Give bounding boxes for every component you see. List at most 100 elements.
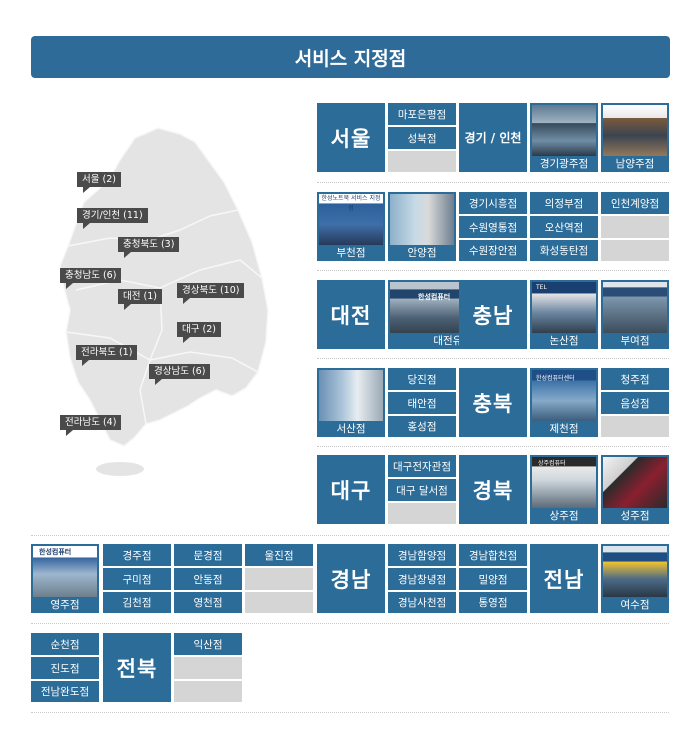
empty-slot [174, 657, 242, 679]
store-photo-buyeo[interactable]: 부여점 [601, 280, 669, 349]
region-seoul: 서울 [317, 103, 385, 172]
store-photo-yeongju[interactable]: 한성컴퓨터 영주점 [31, 544, 99, 613]
store-photo-yeosu[interactable]: 여수점 [601, 544, 669, 613]
map-label-chungbuk[interactable]: 충청북도 (3) [118, 237, 180, 258]
store-dangjin[interactable]: 당진점 [388, 368, 456, 390]
store-photo-caption: 제천점 [549, 423, 579, 435]
storefront-image: 상주컴퓨터 [532, 457, 596, 508]
store-photo-caption: 남양주점 [615, 158, 655, 170]
map-label-seoul[interactable]: 서울 (2) [77, 172, 121, 193]
storefront-image [532, 105, 596, 156]
storefront-image [603, 282, 667, 333]
store-changnyeong[interactable]: 경남창녕점 [388, 568, 456, 590]
empty-slot [601, 216, 669, 238]
store-uljin[interactable]: 울진점 [245, 544, 313, 566]
store-seongbuk[interactable]: 성북점 [388, 127, 456, 149]
store-photo-caption: 서산점 [336, 423, 366, 435]
store-gumi[interactable]: 구미점 [103, 568, 171, 590]
store-cheongju[interactable]: 청주점 [601, 368, 669, 390]
store-photo-caption: 부천점 [336, 247, 366, 259]
store-eumseong[interactable]: 음성점 [601, 392, 669, 414]
divider [317, 182, 669, 183]
store-photo-caption: 안양점 [407, 247, 437, 259]
map-label-daegu[interactable]: 대구 (2) [177, 322, 221, 343]
store-photo-namyangju[interactable]: 남양주점 [601, 103, 669, 172]
store-tongyeong[interactable]: 통영점 [459, 592, 527, 613]
store-jindo[interactable]: 진도점 [31, 657, 99, 679]
store-jangan[interactable]: 수원장안점 [459, 240, 527, 261]
store-photo-sangju[interactable]: 상주컴퓨터 상주점 [530, 455, 598, 524]
empty-slot [388, 151, 456, 172]
store-miryang[interactable]: 밀양점 [459, 568, 527, 590]
store-photo-caption: 경기광주점 [539, 158, 589, 170]
store-hongseong[interactable]: 홍성점 [388, 416, 456, 437]
storefront-image [603, 457, 667, 508]
store-photo-anyang[interactable]: 안양점 [388, 192, 456, 261]
store-dalseo[interactable]: 대구 달서점 [388, 479, 456, 501]
region-gyeongnam: 경남 [317, 544, 385, 613]
storefront-sign: 한성노트북 서비스 지정점 [321, 195, 381, 212]
page-title: 서비스 지정점 [31, 36, 670, 78]
region-chungnam: 충남 [459, 280, 527, 349]
store-hapcheon[interactable]: 경남합천점 [459, 544, 527, 566]
map-label-chungnam[interactable]: 충청남도 (6) [60, 268, 122, 289]
store-taean[interactable]: 태안점 [388, 392, 456, 414]
store-sacheon[interactable]: 경남사천점 [388, 592, 456, 613]
map-label-gyeongnam[interactable]: 경상남도 (6) [149, 364, 211, 385]
store-photo-gwangju[interactable]: 경기광주점 [530, 103, 598, 172]
storefront-image: 한성노트북 서비스 지정점 [319, 194, 383, 245]
map-label-jeonbuk[interactable]: 전라북도 (1) [76, 345, 138, 366]
map-label-jeonnam[interactable]: 전라남도 (4) [60, 415, 122, 436]
store-yeongcheon[interactable]: 영천점 [174, 592, 242, 613]
map-label-gyeonggi[interactable]: 경기/인천 (11) [77, 208, 148, 229]
storefront-image [603, 546, 667, 597]
store-siheung[interactable]: 경기시흥점 [459, 192, 527, 214]
storefront-sign: 한성컴퓨터센터 [536, 375, 575, 382]
store-uijeongbu[interactable]: 의정부점 [530, 192, 598, 214]
storefront-sign: 한성컴퓨터 [39, 548, 72, 556]
storefront-sign: TEL [536, 284, 547, 291]
store-gyeongju[interactable]: 경주점 [103, 544, 171, 566]
store-photo-bucheon[interactable]: 한성노트북 서비스 지정점 부천점 [317, 192, 385, 261]
store-osan[interactable]: 오산역점 [530, 216, 598, 238]
store-mungyeong[interactable]: 문경점 [174, 544, 242, 566]
store-photo-nonsan[interactable]: TEL 논산점 [530, 280, 598, 349]
storefront-image [319, 370, 383, 421]
store-photo-jecheon[interactable]: 한성컴퓨터센터 제천점 [530, 368, 598, 437]
store-photo-caption: 상주점 [549, 510, 579, 522]
store-photo-seosan[interactable]: 서산점 [317, 368, 385, 437]
store-daegu-electronics[interactable]: 대구전자관점 [388, 455, 456, 477]
store-photo-caption: 부여점 [620, 335, 650, 347]
divider [31, 712, 669, 713]
divider [31, 623, 669, 624]
storefront-image: 한성컴퓨터센터 [532, 370, 596, 421]
map-label-gyeongbuk[interactable]: 경상북도 (10) [177, 283, 245, 304]
empty-slot [601, 240, 669, 261]
divider [317, 358, 669, 359]
map-label-daejeon[interactable]: 대전 (1) [118, 289, 162, 310]
store-gyeyang[interactable]: 인천계양점 [601, 192, 669, 214]
store-andong[interactable]: 안동점 [174, 568, 242, 590]
region-chungbuk: 충북 [459, 368, 527, 437]
store-iksan[interactable]: 익산점 [174, 633, 242, 655]
store-photo-seongju[interactable]: 성주점 [601, 455, 669, 524]
divider [31, 535, 669, 536]
region-daegu: 대구 [317, 455, 385, 524]
empty-slot [245, 592, 313, 613]
region-jeonbuk: 전북 [103, 633, 171, 702]
storefront-image [603, 105, 667, 156]
store-yeongtong[interactable]: 수원영통점 [459, 216, 527, 238]
storefront-sign: 한성컴퓨터 [418, 293, 451, 301]
storefront-image [390, 194, 454, 245]
store-mapo[interactable]: 마포은평점 [388, 103, 456, 125]
store-wando[interactable]: 전남완도점 [31, 681, 99, 702]
region-gyeongbuk: 경북 [459, 455, 527, 524]
store-gimcheon[interactable]: 김천점 [103, 592, 171, 613]
empty-slot [388, 503, 456, 524]
store-hwaseong[interactable]: 화성동탄점 [530, 240, 598, 261]
store-haman[interactable]: 경남함양점 [388, 544, 456, 566]
store-suncheon[interactable]: 순천점 [31, 633, 99, 655]
store-photo-caption: 영주점 [50, 599, 80, 611]
region-gyeonggi-incheon: 경기 / 인천 [459, 103, 527, 172]
korea-map [59, 127, 269, 476]
